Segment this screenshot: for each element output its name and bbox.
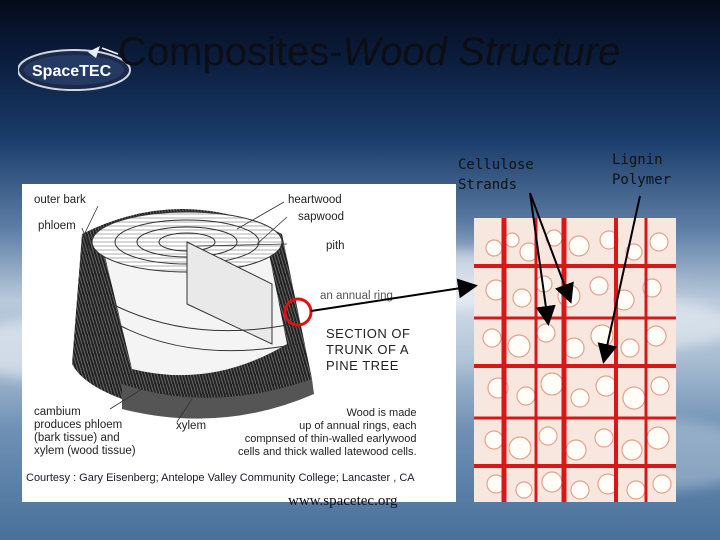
label-section: SECTION OF TRUNK OF A PINE TREE [326,326,411,373]
arrow-cellulose-1 [529,192,556,326]
page-title: Composites-Wood Structure [118,30,621,74]
label-xylem: xylem [176,420,207,432]
label-phloem: phloem [38,220,76,232]
highlight-circle [283,297,313,327]
spacetec-logo: SpaceTEC [18,46,131,91]
label-annual-ring: an annual ring [320,290,393,302]
label-pith: pith [326,240,345,252]
micrograph-image [474,218,676,502]
label-outer-bark: outer bark [34,194,86,206]
label-heartwood: heartwood [288,194,342,206]
website-url[interactable]: www.spacetec.org [288,493,398,509]
trunk-diagram-panel: outer bark phloem heartwood sapwood pith… [22,184,456,502]
label-sapwood: sapwood [298,211,345,223]
courtesy-text: Courtesy : Gary Eisenberg; Antelope Vall… [26,472,415,484]
label-wood-note: Wood is made up of annual rings, each co… [238,407,417,458]
cellulose-strands-label: Cellulose Strands [458,157,534,193]
lignin-polymer-label: Lignin Polymer [612,152,672,188]
arrow-to-micrograph [310,278,478,312]
arrow-lignin [597,195,641,364]
label-cambium: cambium produces phloem (bark tissue) an… [34,406,136,457]
cell-structure-micrograph [474,218,676,502]
trunk-illustration [72,201,314,423]
logo-text: SpaceTEC [32,63,112,80]
arrow-cellulose-2 [529,192,574,304]
